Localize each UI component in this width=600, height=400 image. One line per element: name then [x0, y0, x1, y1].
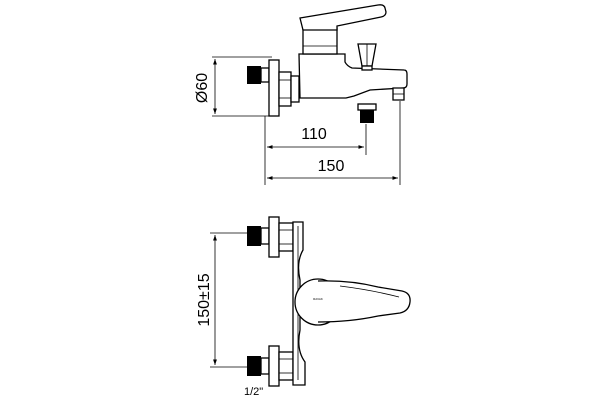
depth-label: 150 — [318, 158, 345, 175]
side-cartridge — [302, 27, 338, 55]
front-lower-connector — [247, 345, 294, 387]
side-lever — [299, 4, 387, 31]
centers-label: 150±15 — [196, 273, 213, 326]
brand-mark: RAVAK — [313, 297, 323, 301]
side-hose-outlet — [357, 103, 377, 111]
front-lever — [317, 280, 411, 323]
side-escutcheon — [268, 59, 280, 117]
front-upper-connector — [247, 216, 294, 258]
side-hex-nut — [278, 71, 292, 107]
side-connector-thread — [247, 66, 270, 84]
reach-label: 110 — [301, 126, 327, 143]
side-mixer-body — [298, 53, 408, 99]
diameter-label: Ø60 — [194, 73, 211, 103]
front-view: RAVAK 150±15 1/2" — [196, 216, 411, 398]
thread-label: 1/2" — [244, 386, 263, 398]
side-view: Ø60 110 150 — [194, 4, 408, 185]
